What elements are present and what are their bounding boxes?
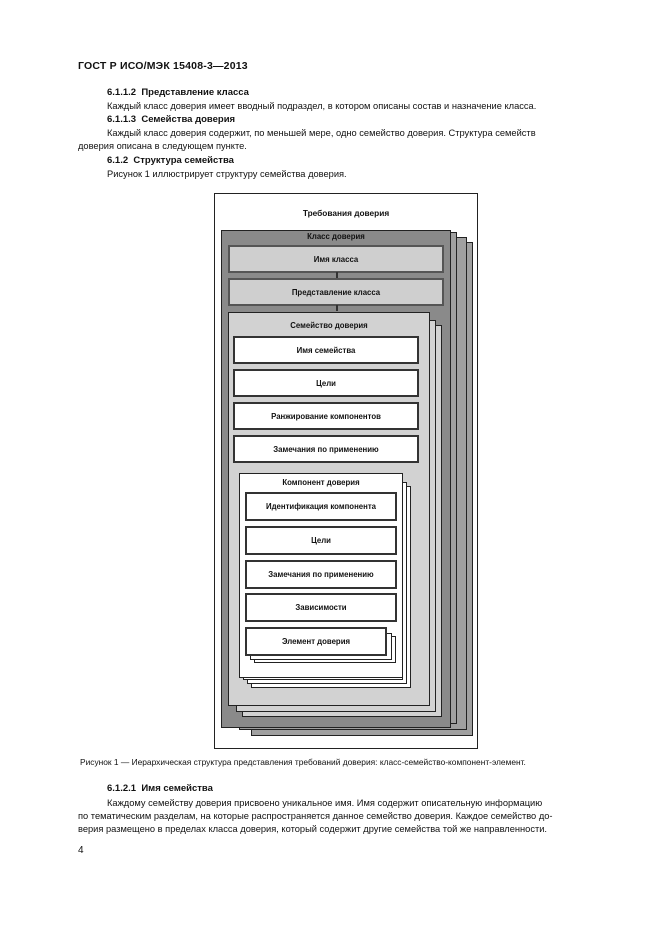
paragraph-6113-line2: доверия описана в следующем пункте. (78, 141, 247, 151)
section-number: 6.1.2.1 (107, 783, 137, 794)
component-notes-box: Замечания по применению (245, 560, 397, 589)
figure-assurance-structure: Требования доверия Класс доверия Имя кла… (214, 193, 478, 749)
class-intro-box: Представление класса (228, 278, 444, 306)
figure-caption: Рисунок 1 — Иерархическая структура пред… (80, 757, 526, 767)
component-id-box: Идентификация компонента (245, 492, 397, 521)
section-number: 6.1.2 (107, 155, 129, 166)
component-objectives-box: Цели (245, 526, 397, 555)
paragraph-6112: Каждый класс доверия имеет вводный подра… (107, 101, 537, 111)
family-ranking-box: Ранжирование компонентов (233, 402, 419, 430)
assurance-family-container: Семейство доверия Имя семейства Цели Ран… (228, 312, 430, 706)
section-number: 6.1.1.2 (107, 87, 137, 98)
figure-title: Требования доверия (302, 208, 390, 218)
component-dependencies-box: Зависимости (245, 593, 397, 622)
assurance-component-container: Компонент доверия Идентификация компонен… (239, 473, 403, 678)
paragraph-6121-line2: по тематическим разделам, на которые рас… (78, 811, 553, 821)
document-header: ГОСТ Р ИСО/МЭК 15408-3—2013 (78, 60, 248, 72)
section-number: 6.1.1.3 (107, 114, 137, 125)
paragraph-6121-line3: верия размещено в пределах класса довери… (78, 824, 548, 834)
section-title: Представление класса (141, 87, 249, 98)
class-name-box: Имя класса (228, 245, 444, 273)
assurance-element-box: Элемент доверия (245, 627, 387, 656)
page-number: 4 (78, 845, 84, 856)
section-heading-6113: 6.1.1.3 Семейства доверия (107, 114, 235, 125)
family-notes-box: Замечания по применению (233, 435, 419, 463)
connector (336, 272, 338, 278)
connector (336, 305, 338, 311)
assurance-class-container: Класс доверия Имя класса Представление к… (221, 230, 451, 728)
paragraph-6113-line1: Каждый класс доверия содержит, по меньше… (107, 128, 536, 138)
class-label: Класс доверия (307, 232, 365, 241)
family-objectives-box: Цели (233, 369, 419, 397)
family-label: Семейство доверия (290, 321, 368, 330)
section-title: Имя семейства (141, 783, 213, 794)
paragraph-6121-line1: Каждому семейству доверия присвоено уник… (107, 798, 543, 808)
component-label: Компонент доверия (282, 478, 360, 487)
section-heading-6121: 6.1.2.1 Имя семейства (107, 783, 213, 794)
section-heading-612: 6.1.2 Структура семейства (107, 155, 234, 166)
section-title: Структура семейства (133, 155, 234, 166)
section-heading-6112: 6.1.1.2 Представление класса (107, 87, 249, 98)
paragraph-612: Рисунок 1 иллюстрирует структуру семейст… (107, 169, 347, 179)
family-name-box: Имя семейства (233, 336, 419, 364)
section-title: Семейства доверия (141, 114, 236, 125)
